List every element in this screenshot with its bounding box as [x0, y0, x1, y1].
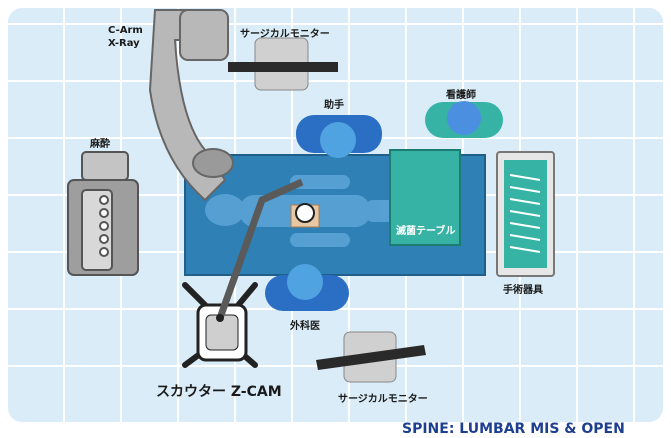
scout-zcam — [182, 178, 315, 368]
nurse-figure — [425, 101, 503, 138]
assistant-figure — [296, 115, 382, 158]
scout-zcam-label: スカウター Z-CAM — [156, 384, 282, 400]
c-arm-label: C-Arm — [108, 25, 143, 36]
footer-title: SPINE: LUMBAR MIS & OPEN — [402, 421, 625, 437]
instruments-label: 手術器具 — [503, 285, 543, 296]
anesthesia-machine — [67, 151, 139, 276]
anesthesia-label: 麻酔 — [90, 139, 110, 150]
c-arm — [148, 9, 234, 202]
surgical-monitor-top — [228, 37, 338, 91]
surgeon-label: 外科医 — [290, 321, 320, 332]
sterile-table — [389, 149, 461, 246]
monitor-top-label: サージカルモニター — [240, 29, 330, 40]
assistant-label: 助手 — [324, 100, 344, 111]
monitor-bottom-label: サージカルモニター — [338, 394, 428, 405]
surgical-monitor-bottom — [316, 331, 426, 383]
surgeon-figure — [265, 264, 349, 311]
xray-label: X-Ray — [108, 38, 140, 49]
sterile-table-label: 滅菌テーブル — [396, 226, 456, 237]
instrument-tray — [496, 151, 555, 277]
nurse-label: 看護師 — [446, 90, 476, 101]
